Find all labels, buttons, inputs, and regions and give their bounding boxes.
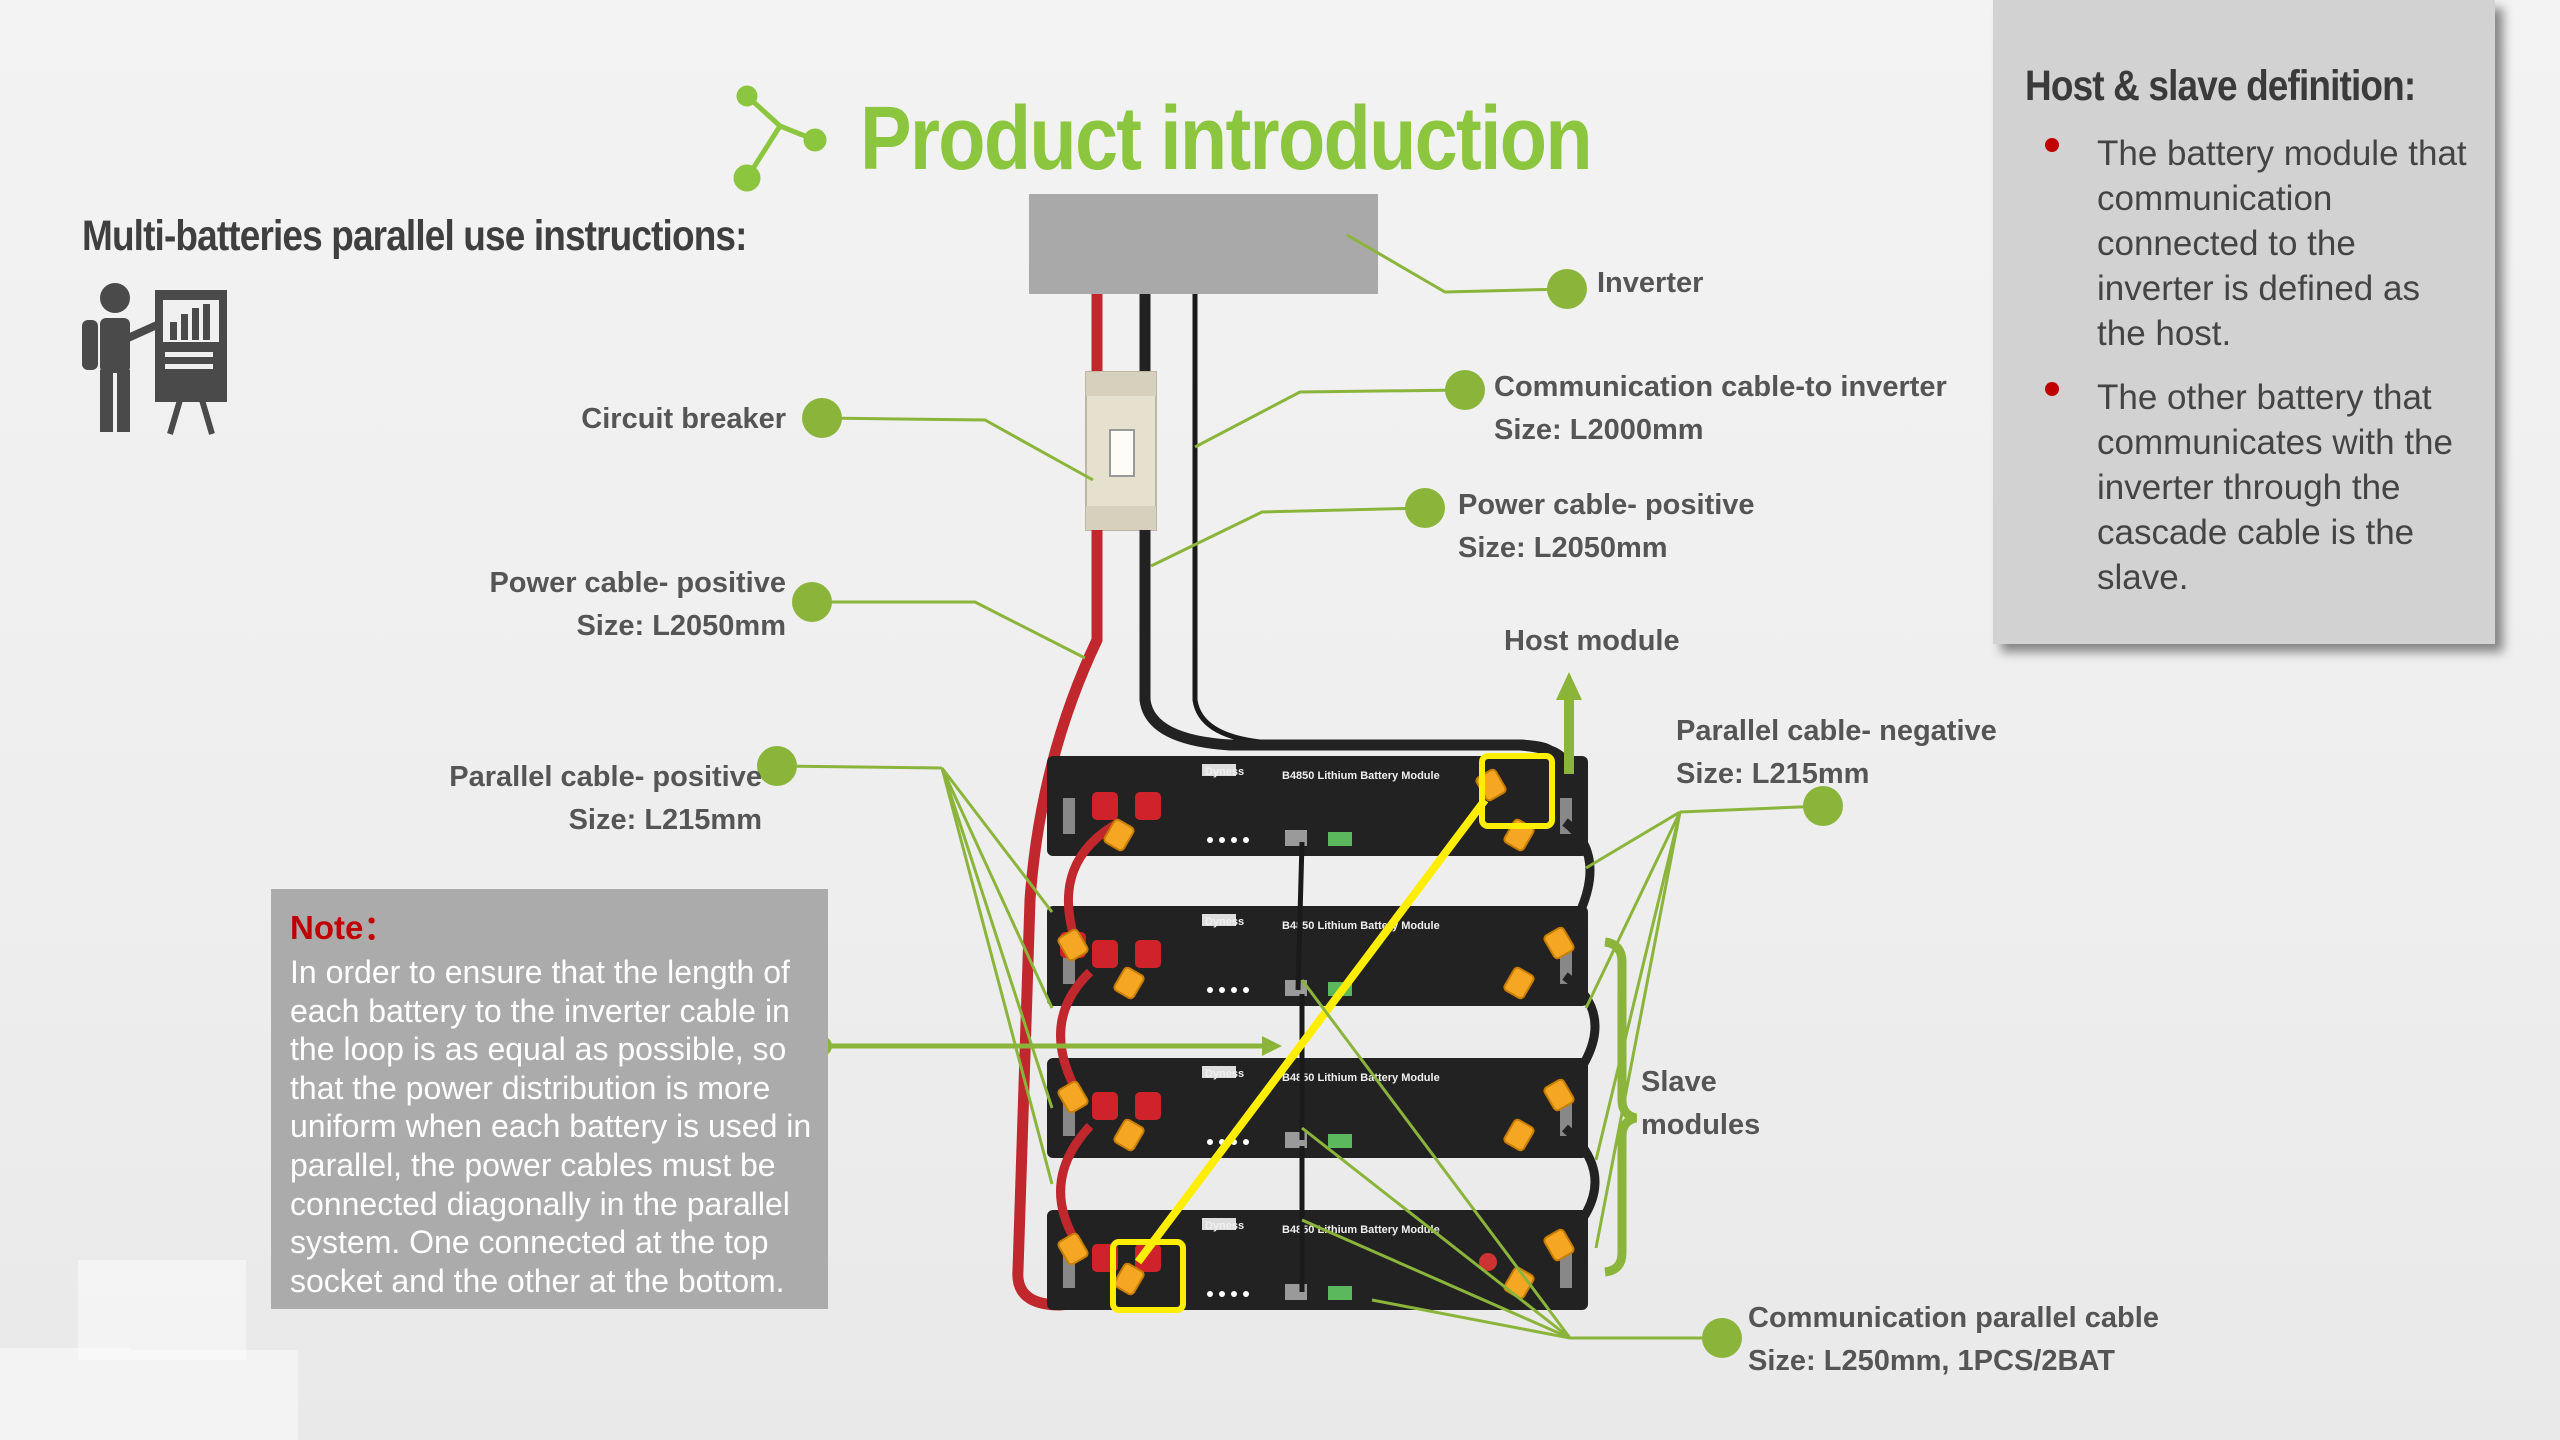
bullet-icon (2045, 382, 2059, 396)
host-terminal-highlight (1479, 753, 1555, 829)
battery-brand: Dyness (1205, 1220, 1244, 1232)
label-parallel-neg-size: Size: L215mm (1676, 758, 1870, 790)
circuit-breaker (1085, 371, 1157, 531)
note-box: Note： In order to ensure that the length… (271, 889, 828, 1309)
host-module-arrow (1556, 672, 1582, 774)
label-power-pos-right-size: Size: L2050mm (1458, 532, 1668, 564)
note-arrow (822, 1036, 1282, 1056)
decorative-block (0, 1348, 130, 1440)
label-parallel-pos: Parallel cable- positive (449, 761, 762, 793)
label-parallel-neg: Parallel cable- negative (1676, 715, 1997, 747)
battery-brand: Dyness (1205, 766, 1244, 778)
battery-slave-model: B4850 Lithium Battery Module (1282, 1072, 1440, 1084)
definition-item: The other battery that communicates with… (2097, 378, 2453, 597)
label-comm-parallel-size: Size: L250mm, 1PCS/2BAT (1748, 1345, 2115, 1377)
note-text: In order to ensure that the length of ea… (290, 954, 812, 1299)
label-power-pos-right: Power cable- positive (1458, 489, 1755, 521)
battery-host-model: B4850 Lithium Battery Module (1282, 770, 1440, 782)
label-power-pos-left-size: Size: L2050mm (576, 610, 786, 642)
page-subtitle: Multi-batteries parallel use instruction… (82, 212, 747, 260)
presenter-icon (82, 283, 227, 435)
note-title: Note： (290, 909, 397, 946)
definition-box: Host & slave definition: The battery mod… (1993, 0, 2495, 644)
battery-slave-model: B4850 Lithium Battery Module (1282, 1224, 1440, 1236)
label-host-module: Host module (1504, 625, 1680, 657)
inverter-box (1029, 194, 1378, 294)
label-inverter: Inverter (1597, 267, 1704, 299)
battery-host (1047, 756, 1588, 856)
slave-bracket (1604, 937, 1638, 1277)
bullet-icon (2045, 138, 2059, 152)
label-circuit-breaker: Circuit breaker (581, 403, 786, 435)
label-comm-inverter: Communication cable-to inverter (1494, 371, 1947, 403)
label-parallel-pos-size: Size: L215mm (568, 804, 762, 836)
label-comm-inverter-size: Size: L2000mm (1494, 414, 1704, 446)
battery-brand: Dyness (1205, 916, 1244, 928)
definition-item: The battery module that communication co… (2097, 134, 2467, 353)
decorative-block (130, 1350, 298, 1440)
connector-icon (733, 85, 827, 192)
label-power-pos-left: Power cable- positive (489, 567, 786, 599)
label-slave-modules-line2: modules (1641, 1109, 1761, 1141)
battery-slave-model: B4850 Lithium Battery Module (1282, 920, 1440, 932)
bottom-terminal-highlight (1110, 1239, 1186, 1313)
page-title: Product introduction (860, 89, 1593, 189)
label-slave-modules: Slave (1641, 1066, 1717, 1098)
definition-title: Host & slave definition: (2025, 62, 2416, 110)
label-comm-parallel: Communication parallel cable (1748, 1302, 2159, 1334)
decorative-block (78, 1260, 246, 1360)
battery-brand: Dyness (1205, 1068, 1244, 1080)
